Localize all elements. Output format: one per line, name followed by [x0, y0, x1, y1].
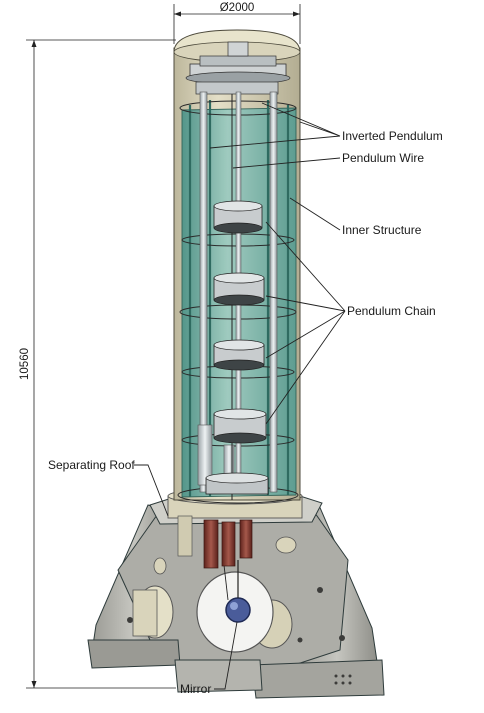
label-mirror: Mirror	[180, 682, 211, 696]
height-label: 10560	[19, 348, 31, 380]
copper-actuator-3	[239, 519, 253, 559]
callout-inner-structure: Inner Structure	[289, 197, 422, 237]
label-inner-structure: Inner Structure	[342, 223, 422, 237]
bolt-holes	[127, 587, 352, 685]
copper-actuator-1	[203, 519, 219, 569]
base-front-slab	[174, 659, 263, 693]
label-inverted-pendulum: Inverted Pendulum	[342, 129, 443, 143]
filter-2	[213, 272, 265, 306]
top-platform	[185, 41, 291, 95]
dimension-diameter: Ø2000	[173, 2, 301, 44]
upper-right-port	[275, 536, 297, 554]
callout-mirror: Mirror	[180, 621, 238, 696]
label-separating-roof: Separating Roof	[48, 458, 135, 472]
vacuum-tower	[173, 29, 301, 504]
copper-actuator-2	[221, 521, 236, 567]
callout-pendulum-chain: Pendulum Chain	[265, 221, 436, 425]
filter-bottom	[205, 472, 269, 495]
diameter-label: Ø2000	[220, 2, 255, 14]
base-support	[87, 495, 385, 699]
callout-pendulum-wire: Pendulum Wire	[232, 151, 424, 169]
filter-3	[213, 339, 265, 371]
base-left-footing	[87, 639, 181, 669]
label-pendulum-chain: Pendulum Chain	[347, 304, 436, 318]
callout-inverted-pendulum: Inverted Pendulum	[209, 102, 443, 149]
callout-separating-roof: Separating Roof	[48, 458, 169, 517]
label-pendulum-wire: Pendulum Wire	[342, 151, 424, 165]
mirror	[225, 597, 251, 623]
base-right-footing	[251, 659, 385, 699]
filter-4	[213, 408, 267, 444]
upper-left-port	[153, 557, 167, 575]
dimension-height: 10560	[19, 39, 176, 689]
filter-1	[213, 200, 263, 234]
left-port-tube	[132, 589, 158, 637]
